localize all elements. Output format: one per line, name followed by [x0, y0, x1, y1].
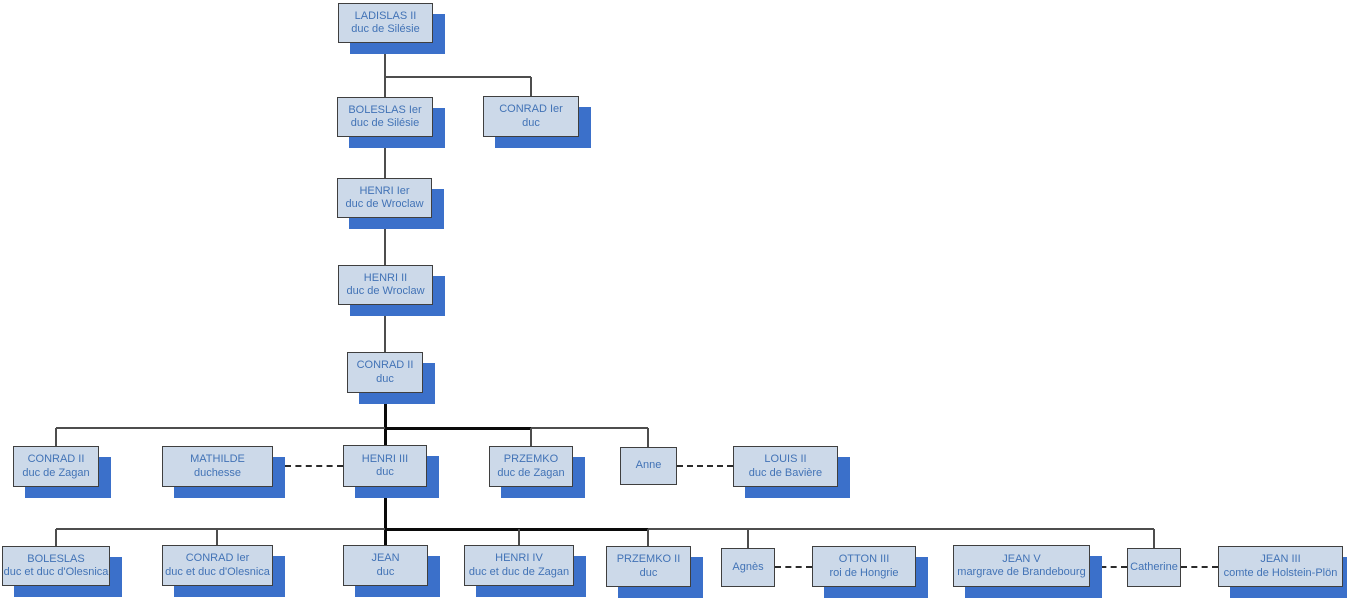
person-title: duc: [522, 116, 540, 129]
descent-connector-vline: [747, 529, 749, 548]
marriage-connector-line: [1090, 566, 1127, 568]
descent-connector-vline: [384, 42, 386, 77]
descent-connector-vline: [647, 529, 649, 546]
person-title: duc de Silésie: [350, 117, 420, 129]
descent-connector-vline: [1153, 529, 1155, 548]
person-title: duchesse: [193, 466, 242, 479]
person-title: duc de Bavière: [748, 466, 823, 479]
descent-connector-vline: [384, 218, 386, 265]
person-name: HENRI Ier: [359, 184, 410, 197]
person-name: CONRAD Ier: [185, 552, 250, 564]
person-name: JEAN: [371, 552, 400, 564]
person-name: LADISLAS II: [354, 9, 417, 22]
marriage-connector-line: [285, 465, 343, 467]
person-name: CONRAD II: [27, 453, 85, 465]
descent-connector-hline: [56, 427, 648, 429]
person-name: JEAN III: [1260, 553, 1301, 565]
person-box-agnes: Agnès: [721, 548, 775, 587]
person-name: Anne: [635, 459, 662, 472]
person-title: duc: [639, 566, 658, 579]
person-box-catherine: Catherine: [1127, 548, 1181, 587]
descent-connector-vline: [384, 77, 386, 97]
person-name: Catherine: [1130, 560, 1178, 573]
person-title: margrave de Brandebourg: [957, 566, 1086, 578]
person-name: JEAN V: [1002, 552, 1041, 565]
person-name: OTTON III: [838, 553, 890, 565]
descent-connector-vline: [55, 428, 57, 446]
marriage-connector-line: [775, 566, 812, 568]
person-title: duc de Wroclaw: [346, 285, 425, 297]
person-title: duc de Wroclaw: [345, 198, 424, 210]
descent-connector-vline: [518, 529, 520, 545]
descent-connector-vline: [530, 428, 532, 446]
person-name: CONRAD II: [356, 359, 414, 371]
person-title: duc de Zagan: [497, 466, 565, 479]
descent-connector-vline: [383, 393, 387, 445]
descent-connector-vline: [530, 77, 532, 96]
person-name: PRZEMKO II: [616, 553, 681, 565]
descent-connector-vline: [384, 137, 386, 178]
person-title: duc et duc d'Olesnica: [165, 565, 270, 578]
person-title: duc et duc de Zagan: [468, 565, 570, 578]
person-name: HENRI IV: [495, 552, 543, 564]
person-name: HENRI II: [363, 271, 408, 284]
person-name: BOLESLAS: [27, 552, 85, 565]
descent-connector-hline: [385, 426, 531, 430]
person-box-anne: Anne: [620, 447, 677, 485]
person-name: MATHILDE: [190, 453, 245, 465]
person-title: roi de Hongrie: [829, 566, 899, 579]
person-name: LOUIS II: [764, 453, 807, 465]
descent-connector-vline: [383, 487, 387, 545]
person-title: comte de Holstein-Plön: [1223, 566, 1338, 579]
person-title: duc: [376, 466, 394, 478]
descent-connector-hline: [385, 527, 648, 531]
person-title: duc: [376, 565, 395, 578]
person-title: duc de Zagan: [22, 466, 90, 479]
marriage-connector-line: [1181, 566, 1218, 568]
descent-connector-vline: [216, 529, 218, 545]
descent-connector-vline: [647, 428, 649, 447]
person-title: duc de Silésie: [351, 23, 420, 35]
person-name: HENRI III: [361, 452, 409, 465]
person-name: CONRAD Ier: [499, 103, 563, 115]
marriage-connector-line: [677, 465, 733, 467]
person-title: duc et duc d'Olesnica: [3, 566, 109, 578]
person-name: BOLESLAS Ier: [348, 103, 422, 116]
person-title: duc: [376, 372, 394, 385]
descent-connector-hline: [385, 76, 531, 78]
person-name: PRZEMKO: [503, 453, 559, 465]
descent-connector-vline: [384, 305, 386, 352]
person-name: Agnès: [732, 560, 764, 573]
descent-connector-vline: [55, 529, 57, 546]
